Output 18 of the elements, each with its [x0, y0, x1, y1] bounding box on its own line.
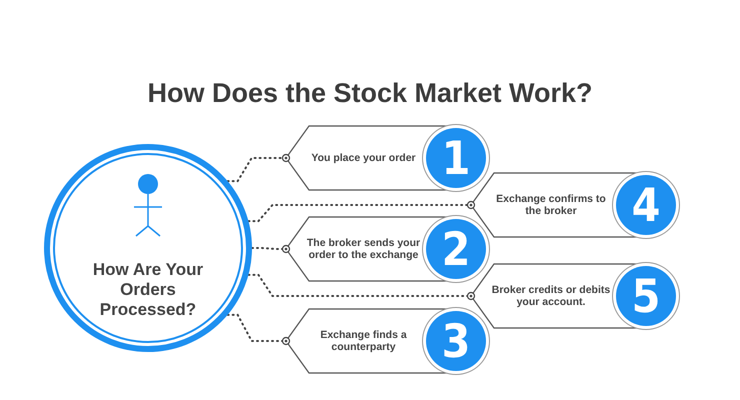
dotted-connector	[247, 274, 476, 300]
step-text: You place your order	[310, 152, 417, 164]
step-number: 3	[426, 311, 486, 371]
center-text: How Are Your Orders Processed?	[92, 260, 204, 320]
dotted-connector	[247, 200, 476, 222]
circle-frame	[44, 144, 252, 352]
step-text: Exchange finds a counterparty	[319, 329, 408, 353]
step-text: Exchange confirms to the broker	[495, 193, 607, 217]
step-number: 1	[426, 128, 486, 188]
step-number: 4	[616, 175, 676, 235]
step-text: Broker credits or debits your account.	[490, 284, 612, 308]
dotted-connector	[226, 154, 290, 182]
step-text: The broker sends your order to the exchange	[306, 237, 422, 261]
dotted-connector	[251, 244, 290, 254]
dotted-connector	[226, 314, 290, 346]
step-number: 5	[616, 266, 676, 326]
step-number: 2	[426, 219, 486, 279]
heading: How Does the Stock Market Work?	[146, 78, 594, 109]
